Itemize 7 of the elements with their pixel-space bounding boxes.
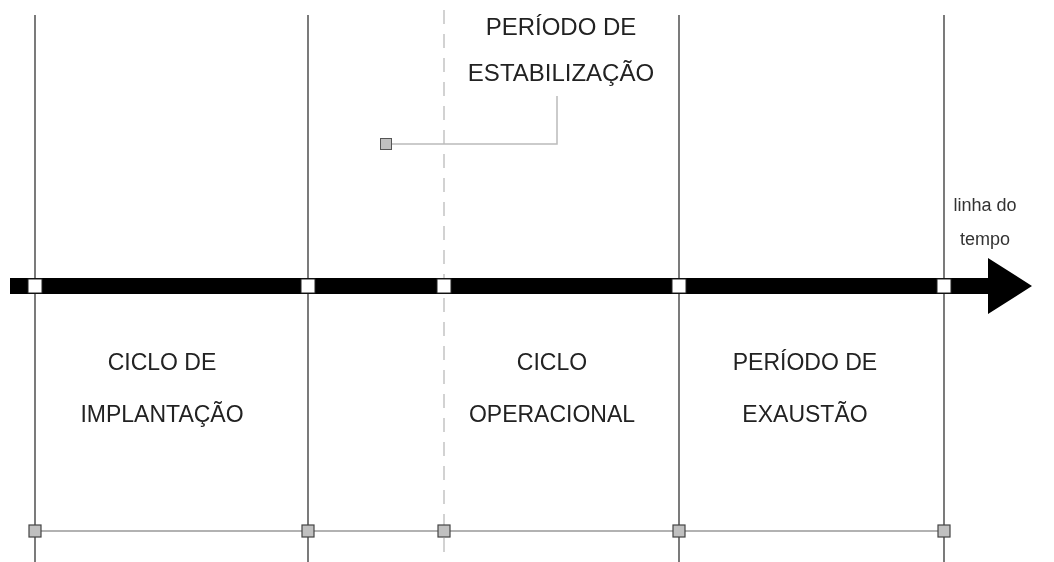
phase-label: PERÍODO DE EXAUSTÃO — [731, 348, 879, 429]
phase-label: CICLO DE IMPLANTAÇÃO — [79, 348, 245, 429]
axis-label: linha do tempo — [952, 194, 1018, 251]
period-label: PERÍODO DE ESTABILIZAÇÃO — [440, 4, 682, 96]
leader-line — [391, 95, 558, 145]
phase-label: CICLO OPERACIONAL — [467, 348, 637, 429]
marker-square — [380, 138, 392, 150]
